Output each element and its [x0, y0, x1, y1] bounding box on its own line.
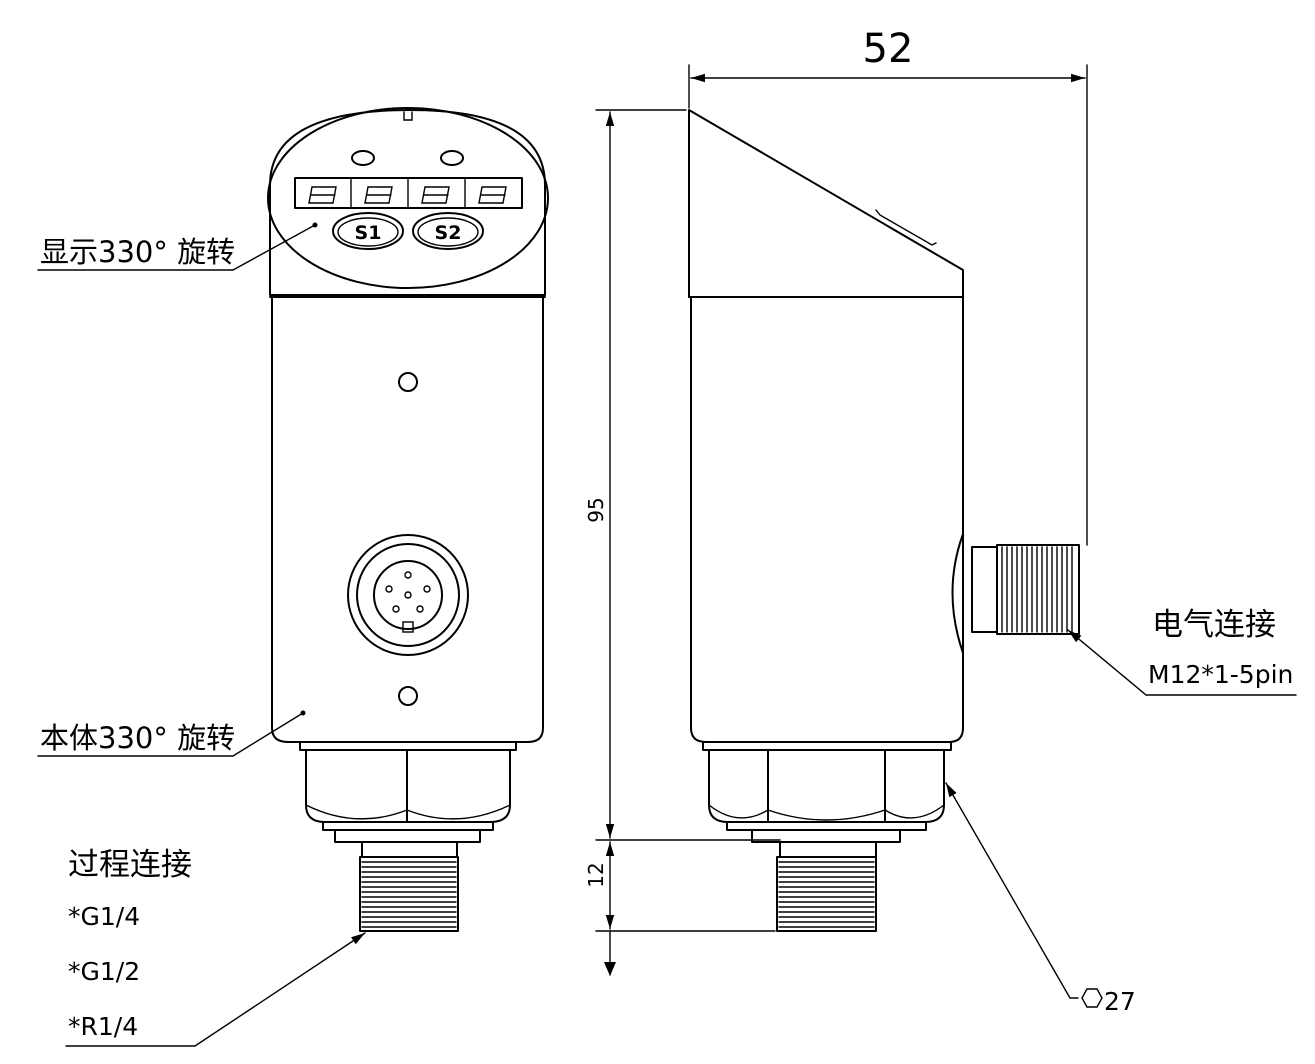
hex-size-value: 27	[1104, 987, 1136, 1016]
side-head	[688, 109, 964, 298]
m12-thread	[996, 544, 1080, 635]
side-process-fitting	[702, 741, 952, 932]
indicator-led-icon	[351, 150, 375, 166]
body-rotation-label: 本体330° 旋转	[40, 721, 235, 755]
indicator-led-icon	[440, 150, 464, 166]
process-option-2: *G1/2	[68, 957, 140, 986]
electrical-connection-spec: M12*1-5pin	[1148, 660, 1293, 689]
body-rotation-callout: 本体330° 旋转	[37, 710, 306, 757]
display-rotation-label: 显示330° 旋转	[40, 235, 235, 269]
process-thread	[359, 856, 459, 932]
side-body	[690, 296, 964, 743]
hex-icon	[1081, 988, 1103, 1008]
side-electrical-connector	[951, 533, 1080, 654]
width-dimension: 52	[688, 26, 1088, 546]
process-option-3: *R1/4	[68, 1012, 138, 1041]
sensor-body	[269, 296, 546, 743]
side-view: 52 95 12 27 电气连接 M12*1-5pin	[584, 26, 1297, 1016]
process-fitting	[299, 741, 517, 932]
height-dimension-value: 95	[584, 497, 608, 522]
m12-connector-icon	[347, 534, 469, 656]
front-view: S1 S2	[37, 107, 549, 1047]
thread-dimension-value: 12	[584, 862, 608, 887]
hex-size-callout: 27	[945, 782, 1136, 1016]
display-rotation-callout: 显示330° 旋转	[37, 222, 318, 271]
process-connection-title: 过程连接	[68, 847, 192, 883]
s1-button: S1	[332, 212, 404, 250]
s2-label: S2	[435, 222, 462, 244]
electrical-connection-callout: 电气连接 M12*1-5pin	[1067, 607, 1297, 696]
width-dimension-value: 52	[863, 26, 914, 72]
s2-button: S2	[412, 212, 484, 250]
screw-hole-icon	[398, 686, 418, 706]
process-option-1: *G1/4	[68, 902, 140, 931]
thread-dimension: 12	[584, 841, 776, 976]
screw-hole-icon	[398, 372, 418, 392]
side-process-thread	[776, 856, 877, 932]
s1-label: S1	[355, 222, 382, 244]
electrical-connection-title: 电气连接	[1152, 607, 1276, 643]
display-head: S1 S2	[267, 107, 549, 296]
height-dimension: 95	[584, 109, 781, 841]
digit-cells	[308, 177, 507, 209]
process-connection-callout: 过程连接 *G1/4 *G1/2 *R1/4	[65, 847, 366, 1047]
